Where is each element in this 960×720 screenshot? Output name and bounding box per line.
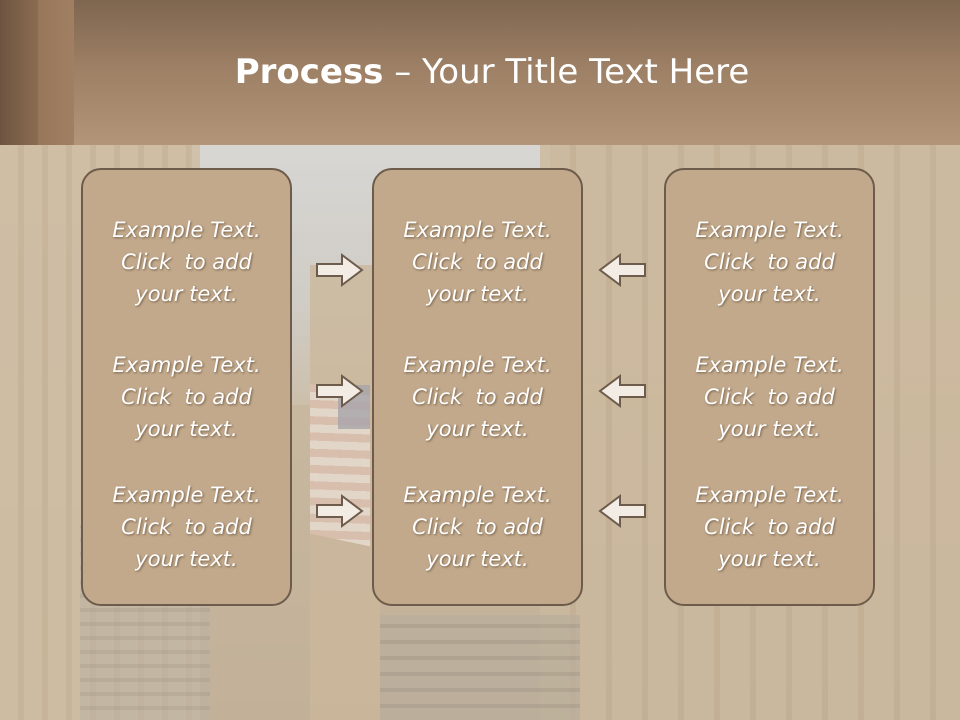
process-box-3[interactable]: Example Text. Click to add your text. Ex… (664, 168, 875, 606)
text-placeholder[interactable]: Example Text. Click to add your text. (374, 349, 581, 445)
arrow-right-icon (316, 253, 364, 287)
text-line: your text. (135, 547, 238, 571)
text-line: Example Text. (695, 483, 844, 507)
text-line: your text. (426, 282, 529, 306)
arrow-right-icon (316, 374, 364, 408)
text-line: Click to add (704, 515, 835, 539)
text-placeholder[interactable]: Example Text. Click to add your text. (83, 479, 290, 575)
text-placeholder[interactable]: Example Text. Click to add your text. (666, 349, 873, 445)
text-line: Example Text. (112, 483, 261, 507)
text-line: Example Text. (403, 483, 552, 507)
process-box-2[interactable]: Example Text. Click to add your text. Ex… (372, 168, 583, 606)
text-line: your text. (135, 417, 238, 441)
text-placeholder[interactable]: Example Text. Click to add your text. (83, 214, 290, 310)
header-corner-stripe (38, 0, 74, 145)
text-line: Click to add (704, 385, 835, 409)
text-placeholder[interactable]: Example Text. Click to add your text. (374, 214, 581, 310)
text-line: Click to add (412, 250, 543, 274)
text-line: Example Text. (112, 353, 261, 377)
text-line: Click to add (121, 515, 252, 539)
arrow-right-icon (316, 494, 364, 528)
text-line: Example Text. (112, 218, 261, 242)
arrow-left-icon (598, 494, 646, 528)
text-line: Example Text. (403, 353, 552, 377)
arrow-left-icon (598, 253, 646, 287)
header-band: Process – Your Title Text Here (0, 0, 960, 145)
text-line: Click to add (121, 250, 252, 274)
text-line: Example Text. (403, 218, 552, 242)
text-line: your text. (718, 417, 821, 441)
text-placeholder[interactable]: Example Text. Click to add your text. (666, 214, 873, 310)
arrow-left-icon (598, 374, 646, 408)
text-placeholder[interactable]: Example Text. Click to add your text. (666, 479, 873, 575)
text-line: your text. (718, 282, 821, 306)
text-line: your text. (718, 547, 821, 571)
text-line: your text. (426, 547, 529, 571)
text-line: Click to add (412, 515, 543, 539)
title-bold: Process (234, 52, 384, 92)
text-line: your text. (426, 417, 529, 441)
text-placeholder[interactable]: Example Text. Click to add your text. (374, 479, 581, 575)
process-box-1[interactable]: Example Text. Click to add your text. Ex… (81, 168, 292, 606)
text-line: Click to add (412, 385, 543, 409)
text-line: Click to add (704, 250, 835, 274)
text-line: your text. (135, 282, 238, 306)
text-line: Example Text. (695, 218, 844, 242)
slide-title[interactable]: Process – Your Title Text Here (0, 52, 960, 92)
title-rest: – Your Title Text Here (383, 52, 750, 92)
text-line: Click to add (121, 385, 252, 409)
text-line: Example Text. (695, 353, 844, 377)
building-center-lower (380, 615, 580, 720)
text-placeholder[interactable]: Example Text. Click to add your text. (83, 349, 290, 445)
